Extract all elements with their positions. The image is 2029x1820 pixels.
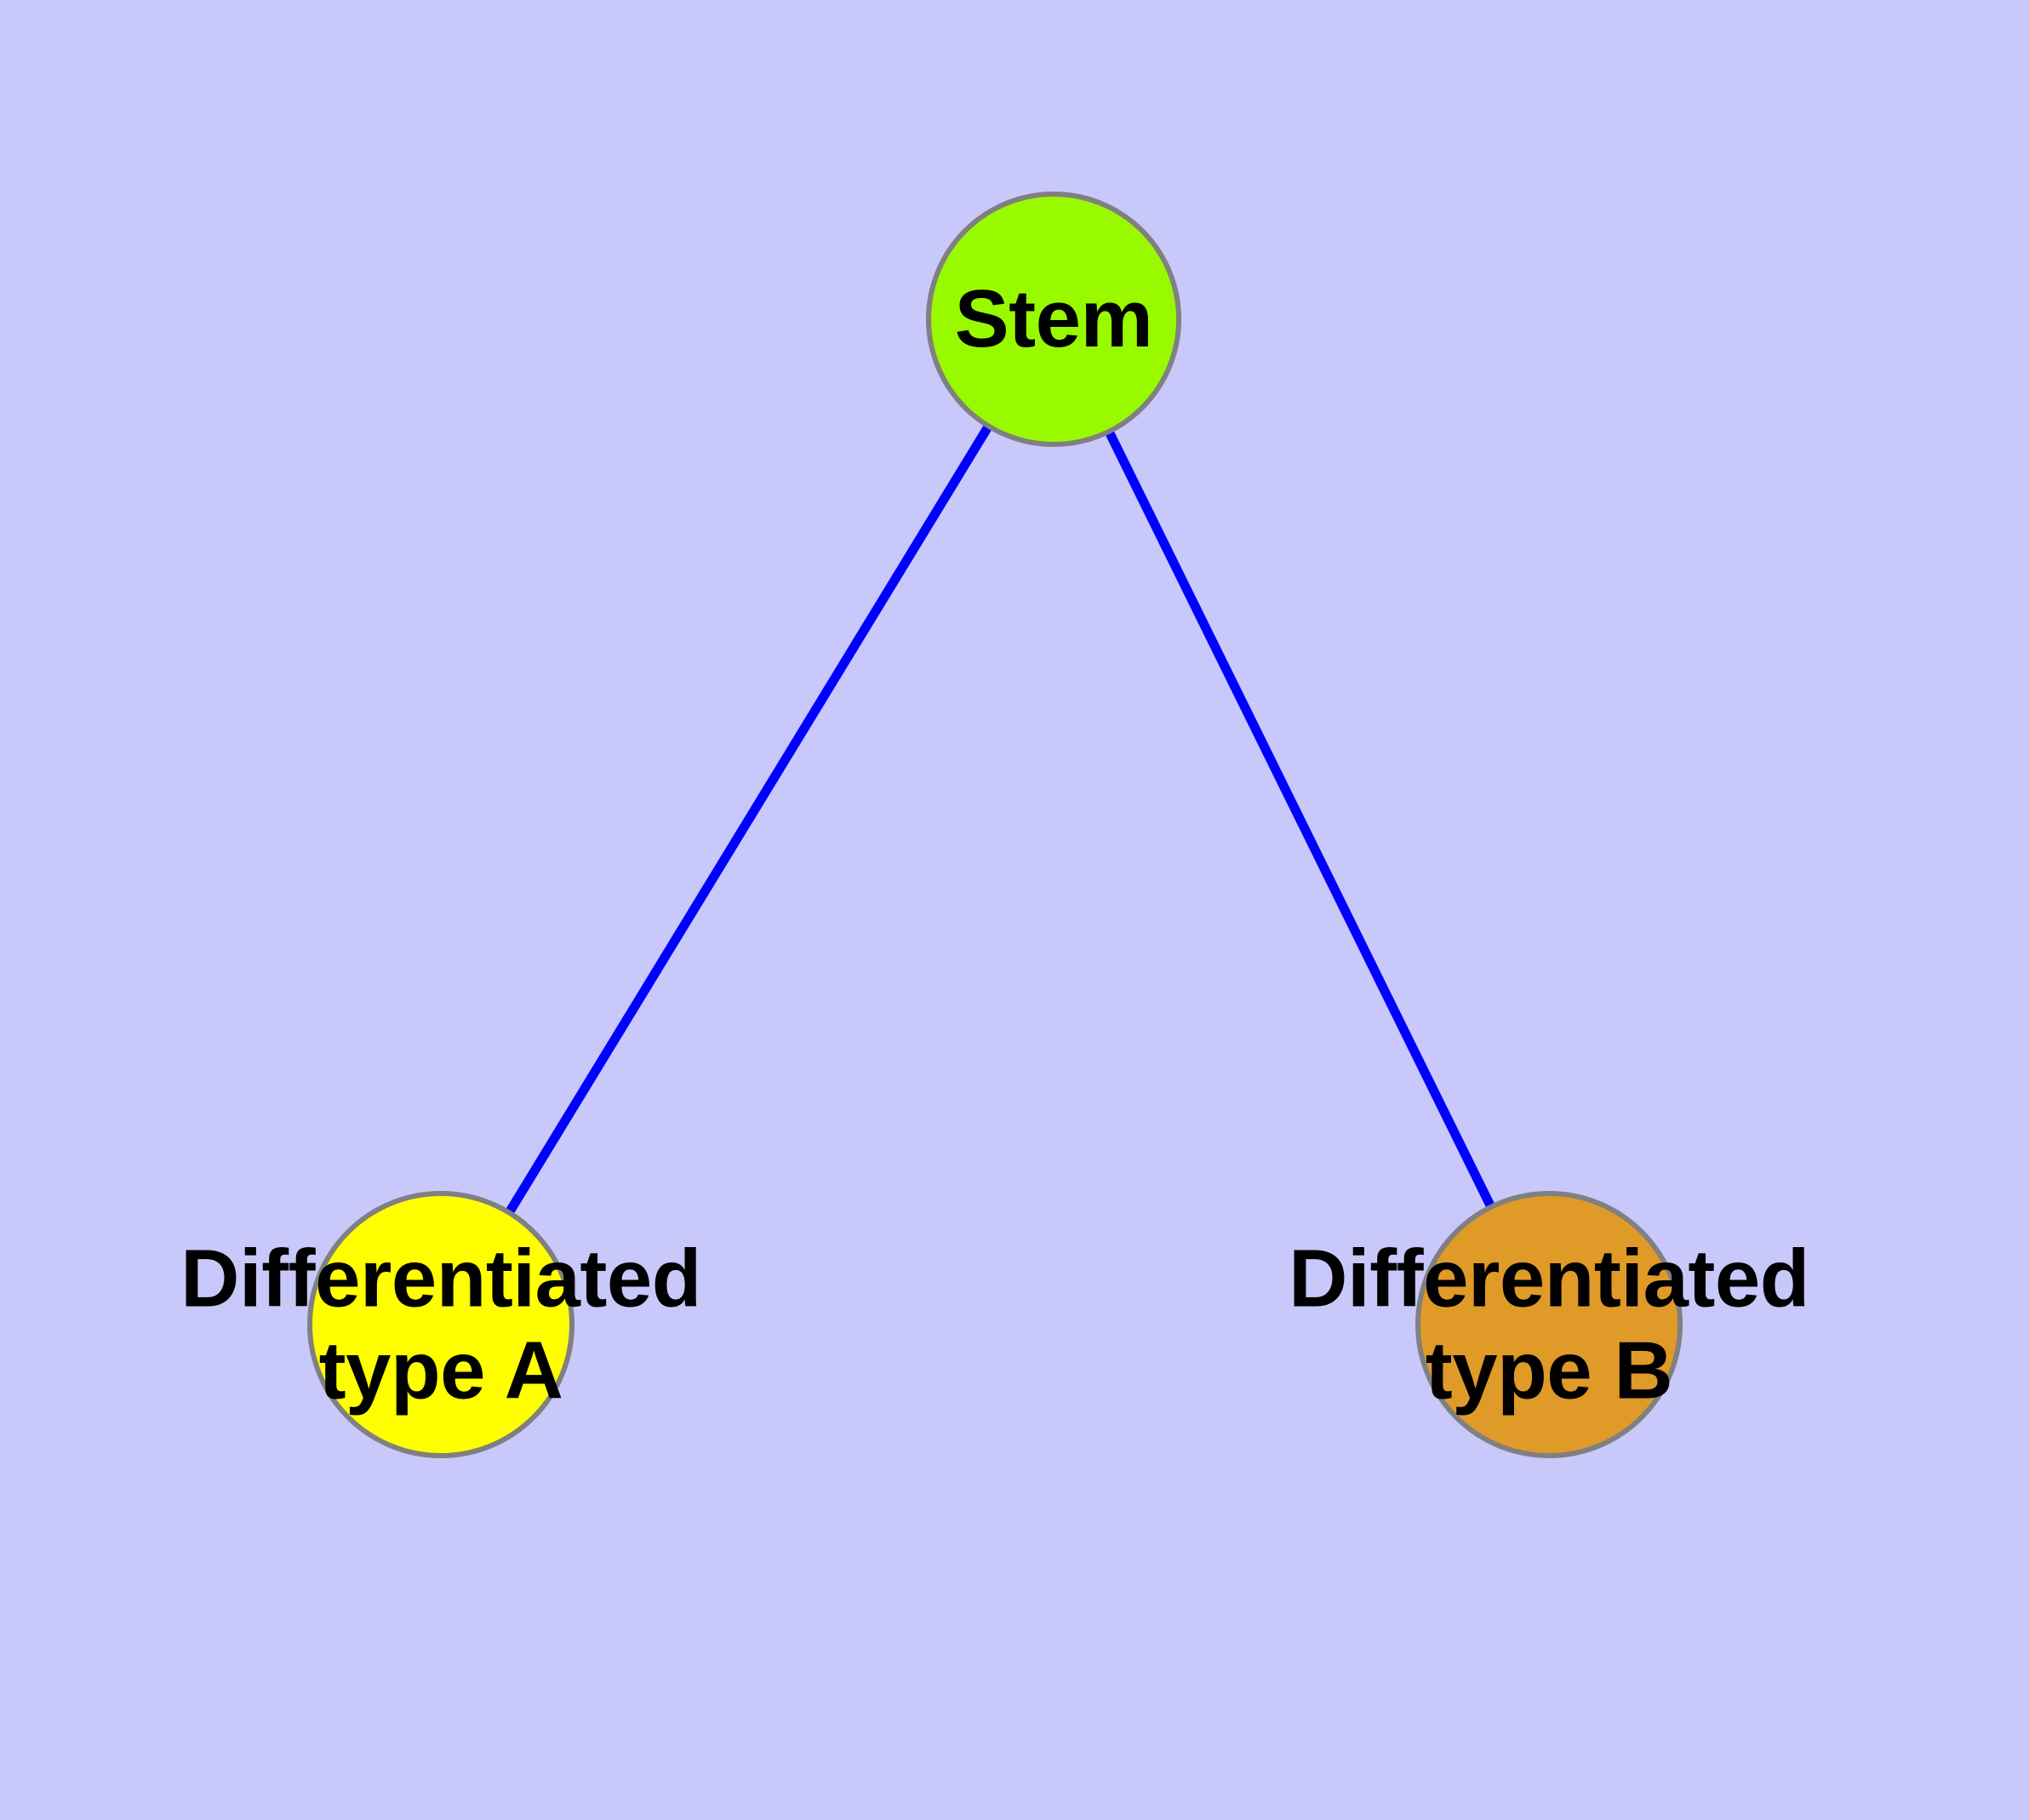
graph-node-stem[interactable]: [926, 192, 1181, 447]
nodes-group: [307, 192, 1683, 1458]
graph-edge: [1049, 317, 1553, 1327]
graph-node-diff-b[interactable]: [1415, 1191, 1683, 1458]
edges-group: [437, 317, 1553, 1327]
graph-node-diff-a[interactable]: [307, 1191, 574, 1458]
graph-edge: [437, 317, 1058, 1327]
